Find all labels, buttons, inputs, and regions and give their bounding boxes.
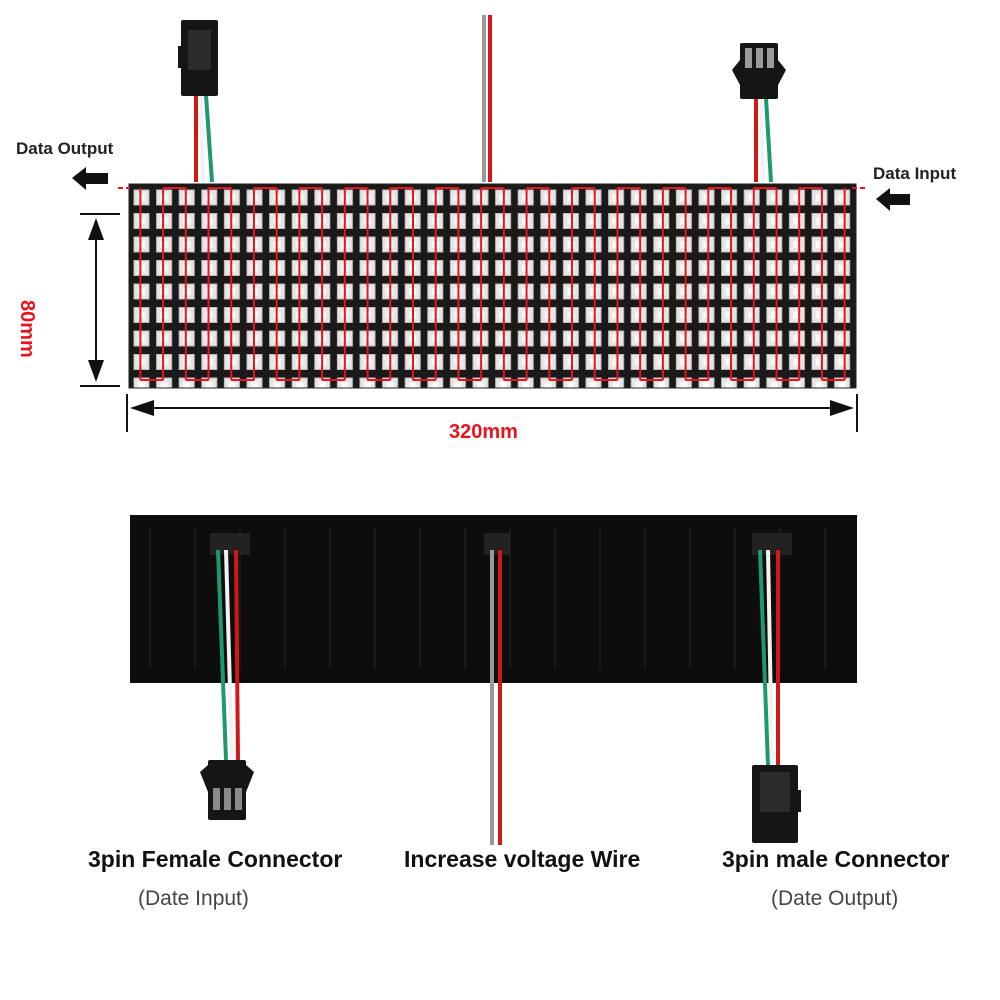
data-path-trace <box>139 187 846 381</box>
female-connector-label: 3pin Female Connector <box>88 846 343 872</box>
data-input-label: Data Input <box>873 164 957 183</box>
voltage-wire-bottom <box>484 533 510 845</box>
width-label: 320mm <box>449 421 518 443</box>
power-wire-top <box>482 15 492 182</box>
height-dimension <box>80 213 120 387</box>
data-output-label: Data Output <box>16 139 114 158</box>
data-output-arrow-icon <box>72 167 130 190</box>
female-connector-top <box>178 20 218 183</box>
led-matrix-front <box>128 183 857 389</box>
female-connector-sublabel: (Date Input) <box>138 887 249 910</box>
male-connector-bottom <box>752 533 801 843</box>
male-connector-top <box>732 43 786 183</box>
male-connector-sublabel: (Date Output) <box>771 887 899 910</box>
data-input-arrow-icon <box>852 187 910 211</box>
height-label: 80mm <box>16 300 38 358</box>
width-dimension <box>126 394 858 432</box>
female-connector-bottom <box>200 533 254 820</box>
voltage-wire-label: Increase voltage Wire <box>404 846 641 872</box>
male-connector-label: 3pin male Connector <box>722 846 950 872</box>
